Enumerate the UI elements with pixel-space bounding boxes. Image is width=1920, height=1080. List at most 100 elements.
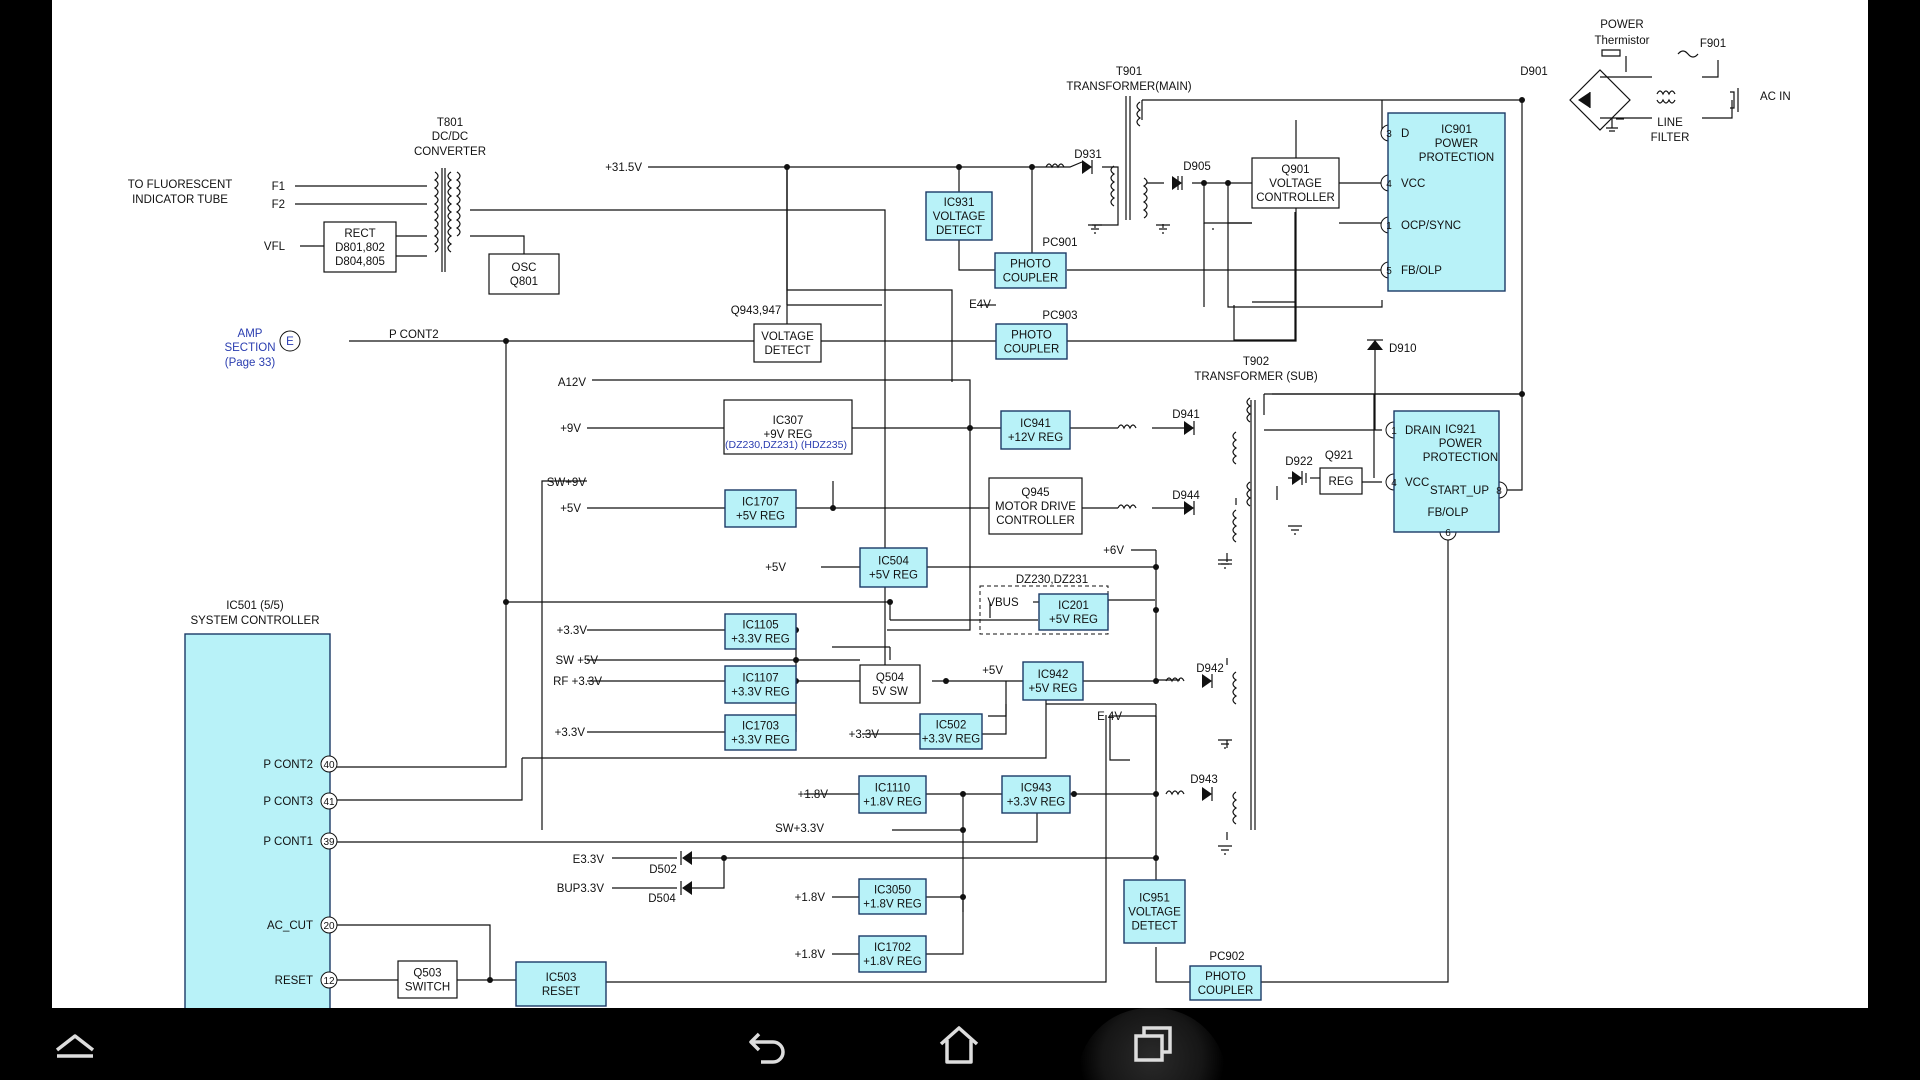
- f1-label: F1: [272, 181, 285, 193]
- schematic-labels: T801 DC/DC CONVERTER T901 TRANSFORMER(MA…: [128, 19, 1791, 987]
- ic1707-line-1: +5V REG: [736, 511, 785, 523]
- ic1707-block: [724, 489, 797, 528]
- to-fluorescent-label-1: TO FLUORESCENT: [128, 179, 233, 191]
- ic921-pin-num-2: 8: [1496, 486, 1502, 497]
- ic3050-block: [858, 878, 927, 915]
- ic921-line-0: IC921: [1445, 424, 1476, 436]
- ic1702-line-0: IC1702: [874, 942, 911, 954]
- q901-line-1: VOLTAGE: [1269, 178, 1322, 190]
- ic921-pin-name-0: DRAIN: [1405, 425, 1441, 437]
- ic1107-line-0: IC1107: [742, 673, 778, 685]
- back-button[interactable]: [692, 1008, 842, 1080]
- pc902-block: [1189, 965, 1262, 1001]
- ic501-pin-num-2: 39: [323, 837, 335, 848]
- t801-osc-line-0: OSC: [512, 262, 537, 274]
- rectifier-diodes: [680, 49, 1739, 895]
- ic941-line-1: +12V REG: [1008, 432, 1063, 444]
- ic504-line-1: +5V REG: [869, 570, 918, 582]
- ic921-line-1: POWER: [1439, 438, 1482, 450]
- q901-line-2: CONTROLLER: [1256, 192, 1335, 204]
- ic921-pin-name-3: FB/OLP: [1428, 507, 1469, 519]
- e-4v-label: E 4V: [1097, 711, 1122, 723]
- ic951-block: [1123, 879, 1186, 944]
- amp-section-marker: [279, 330, 301, 352]
- line-filter-label-2: FILTER: [1651, 132, 1690, 144]
- collapse-button[interactable]: [0, 1008, 150, 1080]
- q921-reg-block: [1319, 467, 1363, 495]
- ic502-line-0: IC502: [936, 720, 967, 732]
- ic931-line-1: VOLTAGE: [933, 211, 986, 223]
- f901-label: F901: [1700, 38, 1726, 50]
- q504-line-0: Q504: [876, 672, 905, 684]
- ic901-block: [1387, 112, 1506, 292]
- amp-section-label-2: SECTION: [224, 342, 275, 354]
- ic921-pin-num-1: 4: [1391, 478, 1397, 489]
- ic201-block: [1038, 593, 1109, 631]
- q504-line-1: 5V SW: [872, 686, 908, 698]
- ic503-block: [515, 961, 607, 1007]
- ic942-line-1: +5V REG: [1029, 683, 1078, 695]
- t801-label-2: DC/DC: [432, 131, 468, 143]
- ic504-line-0: IC504: [878, 556, 909, 568]
- ic307-block: [723, 399, 853, 455]
- ic901-pin-name-1: VCC: [1401, 178, 1425, 190]
- ic307-variant-note: (DZ230,DZ231) (HDZ235): [725, 439, 847, 451]
- ic943-line-1: +3.3V REG: [1007, 797, 1066, 809]
- d910-label: D910: [1389, 343, 1417, 355]
- plus3-3v-a-label: +3.3V: [557, 625, 588, 637]
- pc903-line-0: PHOTO: [1011, 330, 1052, 342]
- ic951-line-1: VOLTAGE: [1128, 907, 1181, 919]
- ic307-line-1: +9V REG: [764, 429, 813, 441]
- ic951-line-0: IC951: [1139, 893, 1170, 905]
- plus5v-a-label: +5V: [560, 503, 581, 515]
- ic931-block: [925, 191, 993, 241]
- ic1107-line-1: +3.3V REG: [731, 687, 790, 699]
- sw-plus5v-label: SW +5V: [555, 655, 598, 667]
- system-navigation-bar: [0, 1008, 1920, 1080]
- recent-apps-icon: [1134, 1026, 1172, 1062]
- ic943-line-0: IC943: [1021, 783, 1052, 795]
- ic502-block: [919, 713, 983, 750]
- e4v-top-label: E4V: [969, 299, 991, 311]
- ic901-line-0: IC901: [1441, 124, 1472, 136]
- ic951-line-2: DETECT: [1132, 921, 1178, 933]
- rf-plus3-3v-label: RF +3.3V: [553, 676, 602, 688]
- recent-apps-button[interactable]: [1077, 1008, 1227, 1080]
- q921-reg-line-0: REG: [1329, 476, 1354, 488]
- q921-label: Q921: [1325, 450, 1353, 462]
- ic921-pin-name-2: START_UP: [1430, 485, 1489, 497]
- t901-label-1: T901: [1116, 66, 1142, 78]
- to-fluorescent-label-2: INDICATOR TUBE: [132, 194, 228, 206]
- ic503-line-1: RESET: [542, 986, 580, 998]
- pc903-line-1: COUPLER: [1004, 344, 1060, 356]
- plus1-8v-b-label: +1.8V: [795, 892, 826, 904]
- pc902-line-0: PHOTO: [1205, 971, 1246, 983]
- ic501-pin-num-3: 20: [323, 921, 335, 932]
- rect-line-0: RECT: [344, 228, 375, 240]
- plus6v-label: +6V: [1103, 545, 1124, 557]
- grounds: [1088, 118, 1624, 855]
- ic901-line-2: PROTECTION: [1419, 152, 1494, 164]
- pc902-line-1: COUPLER: [1198, 985, 1254, 997]
- vfl-label: VFL: [264, 241, 286, 253]
- ic901-pin-name-0: D: [1401, 128, 1409, 140]
- ic901-pin-num-0: 3: [1386, 129, 1392, 140]
- f2-label: F2: [272, 199, 285, 211]
- junction-dots: [487, 97, 1525, 983]
- power-thermistor-label-2: Thermistor: [1595, 35, 1650, 47]
- function-blocks: OSCQ801RECTD801,802D804,805IC931VOLTAGED…: [323, 112, 1506, 1007]
- ic201-line-0: IC201: [1058, 600, 1089, 612]
- rect-line-2: D804,805: [335, 256, 385, 268]
- ic1110-line-0: IC1110: [875, 783, 910, 795]
- q901-line-0: Q901: [1281, 164, 1309, 176]
- t901-label-2: TRANSFORMER(MAIN): [1066, 81, 1191, 93]
- home-button[interactable]: [884, 1008, 1034, 1080]
- ic501-pin-num-4: 12: [323, 976, 335, 987]
- t801-transformer: [433, 168, 461, 272]
- plus3-3v-c-label: +3.3V: [849, 729, 880, 741]
- ic307-line-0: IC307: [773, 415, 804, 427]
- sw-plus3-3v-label: SW+3.3V: [775, 823, 824, 835]
- ic501-pin-name-3: AC_CUT: [267, 920, 313, 932]
- ac-in-label: AC IN: [1760, 91, 1791, 103]
